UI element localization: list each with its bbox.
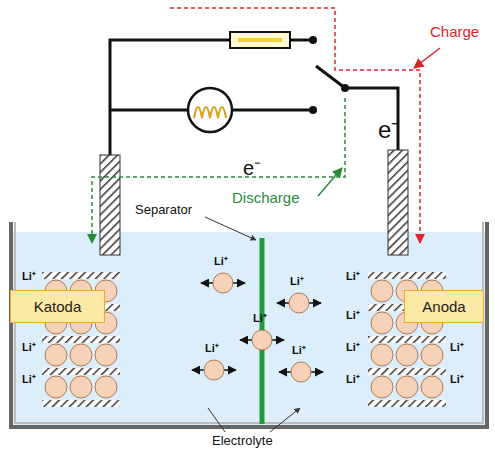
- ion-label: Li⁺: [205, 343, 219, 354]
- lamp-symbol: [188, 88, 232, 132]
- electrode-name: Anoda: [422, 298, 465, 315]
- electrolyte: [13, 232, 485, 425]
- annotation-label: Separator: [135, 203, 192, 216]
- cathode-terminal: [100, 155, 120, 255]
- annotation-label: Discharge: [232, 190, 300, 205]
- ion-label: Li⁺: [346, 342, 360, 353]
- ion-label: Li⁺: [346, 310, 360, 321]
- ion-label: Li⁺: [450, 374, 464, 385]
- discharge-path: [92, 98, 345, 243]
- ion-label: Li⁺: [253, 313, 267, 324]
- electrode-name: Katoda: [34, 298, 82, 315]
- ion-label: Li⁺: [450, 342, 464, 353]
- electrode-label-box: Anoda: [404, 290, 484, 323]
- ion-label: Li⁺: [346, 374, 360, 385]
- annotation-label: Electrolyte: [212, 434, 273, 447]
- ion-label: Li⁺: [22, 342, 36, 353]
- vessel: [11, 222, 487, 427]
- ion-label: Li⁺: [346, 271, 360, 282]
- ion-label: Li⁺: [22, 374, 36, 385]
- ion-label: Li⁺: [214, 256, 228, 267]
- electrode-label-box: Katoda: [10, 290, 105, 323]
- wires: [110, 40, 398, 155]
- anode-terminal: [388, 150, 408, 255]
- lithium-ions: [192, 273, 323, 382]
- annotation-label: e⁻: [378, 118, 399, 142]
- resistor-symbol: [230, 32, 290, 48]
- annotation-label: Charge: [430, 24, 479, 39]
- annotation-label: e⁻: [243, 158, 261, 178]
- ion-label: Li⁺: [290, 276, 304, 287]
- charge-path: [170, 8, 420, 243]
- ion-label: Li⁺: [292, 345, 306, 356]
- ion-label: Li⁺: [22, 271, 36, 282]
